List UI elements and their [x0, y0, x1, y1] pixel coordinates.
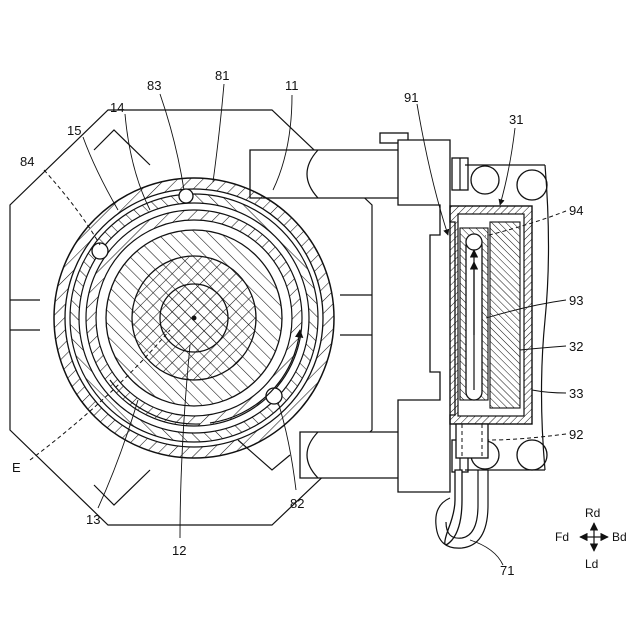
cooler-box	[450, 206, 532, 458]
direction-up-label: Rd	[585, 506, 600, 520]
label-71: 71	[500, 563, 514, 578]
label-93: 93	[569, 293, 583, 308]
label-92: 92	[569, 427, 583, 442]
direction-down-label: Ld	[585, 557, 598, 571]
direction-left-label: Fd	[555, 530, 569, 544]
label-15: 15	[67, 123, 81, 138]
label-13: 13	[86, 512, 100, 527]
label-81: 81	[215, 68, 229, 83]
label-33: 33	[569, 386, 583, 401]
label-84: 84	[20, 154, 34, 169]
label-94: 94	[569, 203, 583, 218]
label-32: 32	[569, 339, 583, 354]
direction-right-label: Bd	[612, 530, 627, 544]
label-E: E	[12, 460, 21, 475]
lower-pipe	[300, 432, 400, 478]
label-31: 31	[509, 112, 523, 127]
direction-indicator: Rd Ld Fd Bd	[555, 506, 627, 571]
rotor-assembly	[54, 178, 334, 458]
label-82: 82	[290, 496, 304, 511]
label-91: 91	[404, 90, 418, 105]
label-83: 83	[147, 78, 161, 93]
label-11: 11	[285, 78, 299, 93]
label-12: 12	[172, 543, 186, 558]
label-14: 14	[110, 100, 124, 115]
